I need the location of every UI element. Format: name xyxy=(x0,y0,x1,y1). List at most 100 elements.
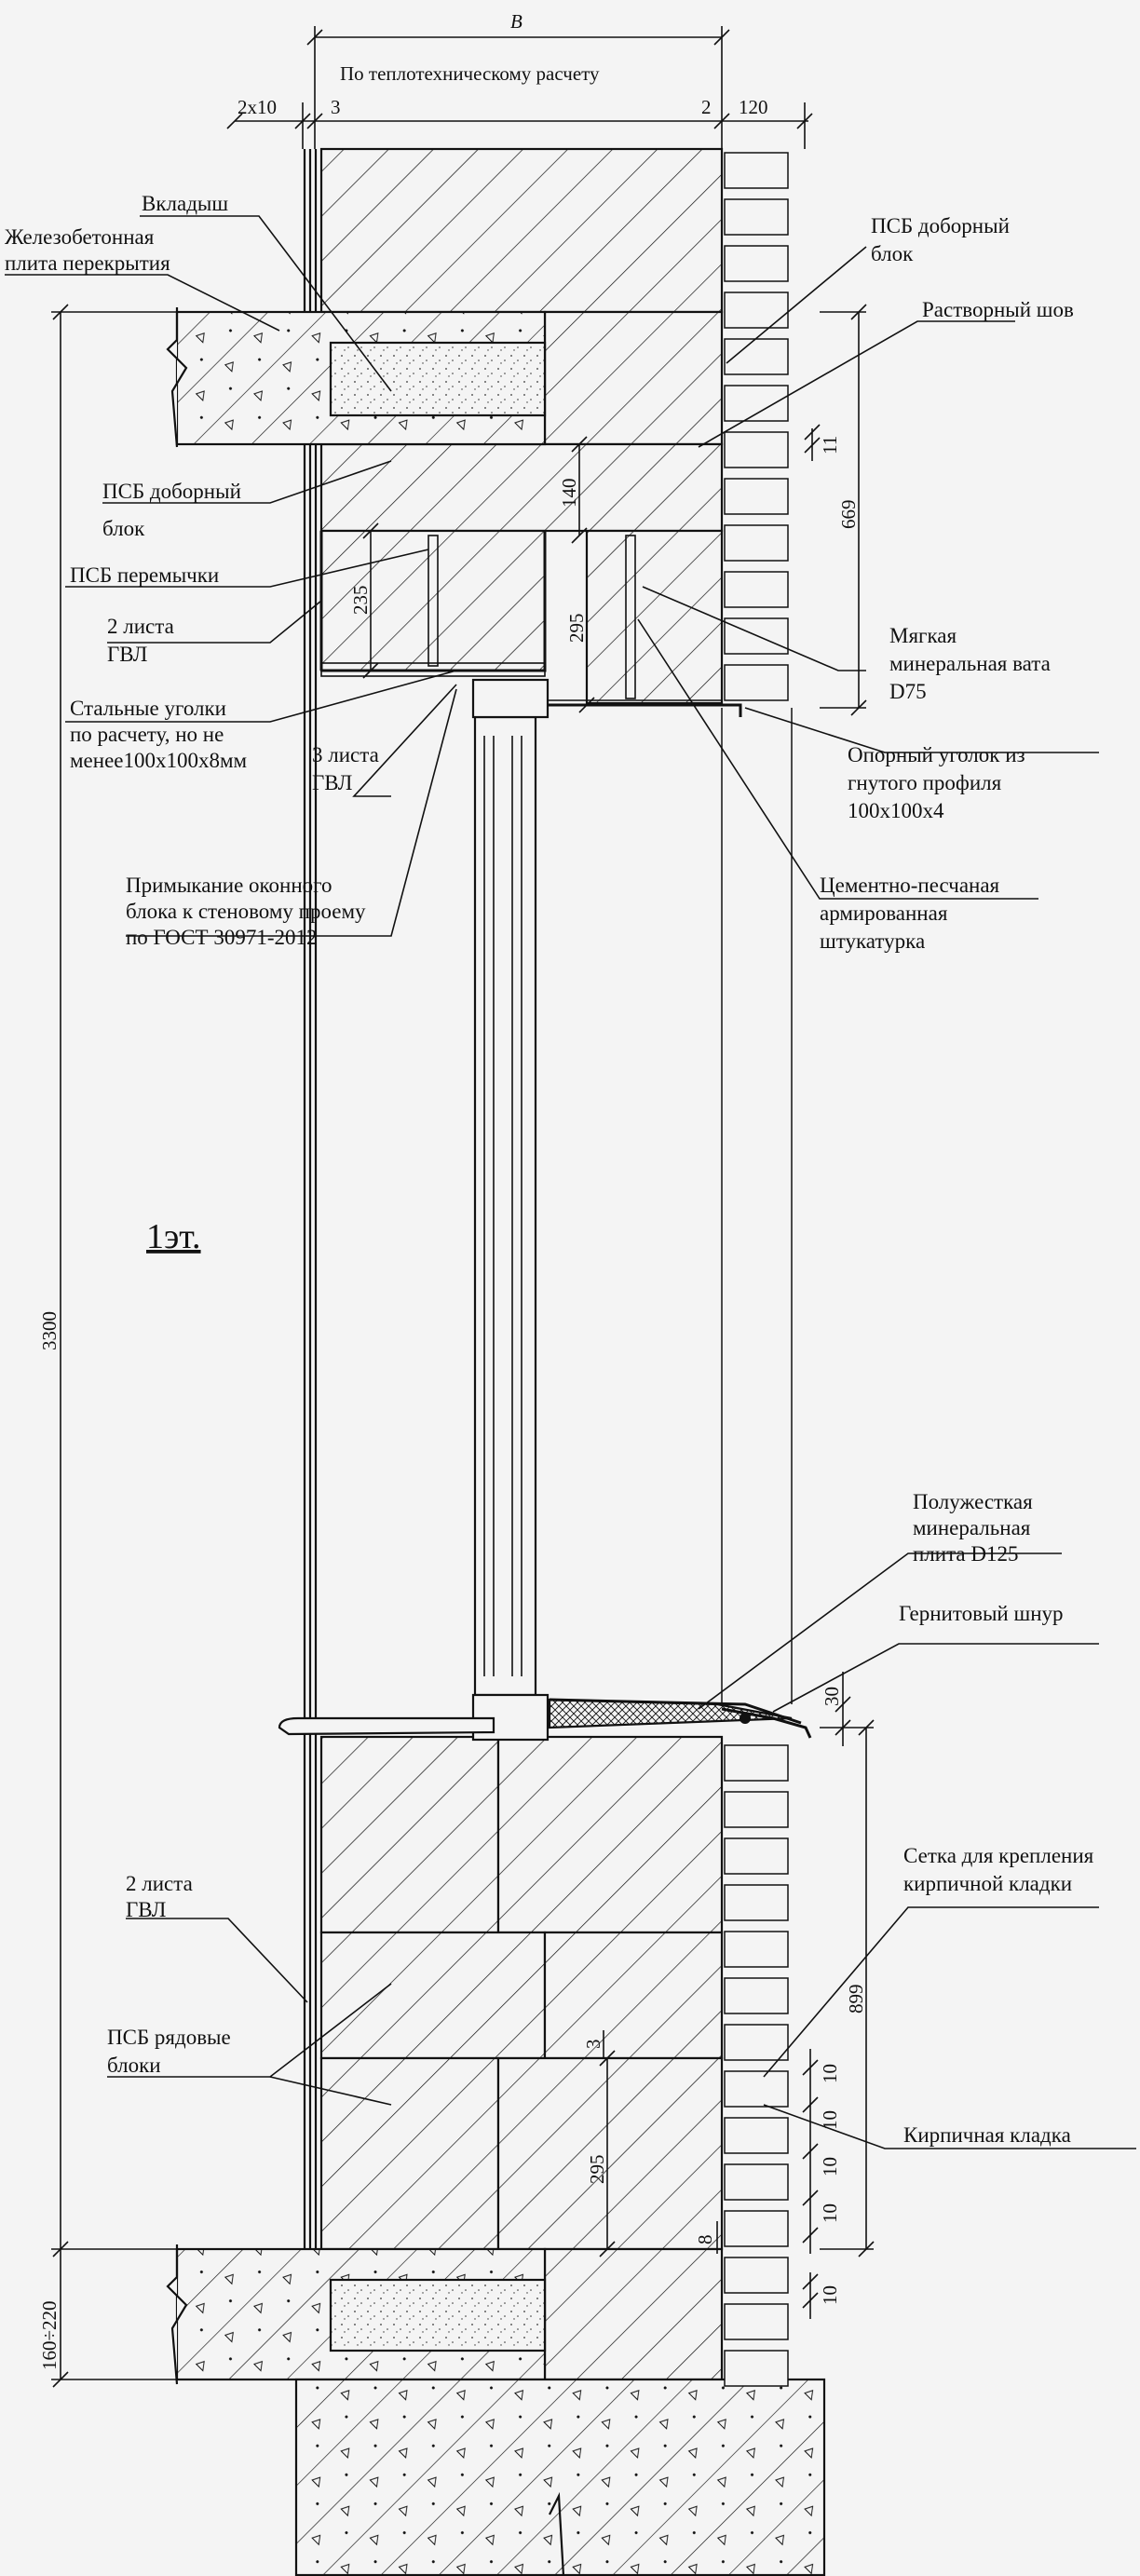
leader-lines xyxy=(5,215,1136,2149)
dim-3300: 3300 xyxy=(38,1311,61,1350)
label-gvl2-top-2: ГВЛ xyxy=(107,643,147,666)
brick xyxy=(724,2024,789,2061)
dim-140: 140 xyxy=(558,479,580,508)
label-floor: 1эт. xyxy=(146,1217,201,1256)
label-gvl3-2: ГВЛ xyxy=(312,771,352,794)
label-soft-wool-1: Мягкая xyxy=(889,624,957,647)
label-plaster-3: штукатурка xyxy=(820,929,925,953)
lower-slab xyxy=(166,2244,547,2385)
dim-b: B xyxy=(510,10,522,33)
brick xyxy=(724,524,789,562)
label-soft-wool-2: минеральная вата xyxy=(889,652,1051,675)
label-vkladysh: Вкладыш xyxy=(142,192,228,215)
label-semi-rigid-3: плита D125 xyxy=(913,1542,1019,1566)
brick xyxy=(724,571,789,608)
brick xyxy=(724,2210,789,2247)
label-gvl2-bot-1: 2 листа xyxy=(126,1872,193,1895)
dim-10-c: 10 xyxy=(819,2157,841,2176)
label-brickwork: Кирпичная кладка xyxy=(903,2123,1071,2147)
brick xyxy=(724,198,789,236)
dim-10-b: 10 xyxy=(819,2110,841,2130)
dim-669: 669 xyxy=(837,500,860,530)
label-semi-rigid-1: Полужесткая xyxy=(913,1490,1033,1513)
label-mesh-1: Сетка для крепления xyxy=(903,1844,1094,1867)
steel-angles xyxy=(319,531,547,677)
label-junction-1: Примыкание оконного xyxy=(126,874,332,897)
dim-gap-2: 2 xyxy=(701,96,712,118)
left-dimensions xyxy=(51,304,296,2388)
psb-blocks xyxy=(319,147,724,2381)
callout-texts: Вкладыш Железобетонная плита перекрытия … xyxy=(5,192,1094,2147)
brick xyxy=(724,245,789,282)
dim-3: 3 xyxy=(582,2040,604,2050)
dim-thermal-calc: По теплотехническому расчету xyxy=(340,62,600,85)
label-psb-dobor-r2: блок xyxy=(871,242,914,265)
label-support-2: гнутого профиля xyxy=(848,771,1002,794)
dim-295-bot: 295 xyxy=(586,2155,608,2185)
brick xyxy=(724,1977,789,2014)
dim-8: 8 xyxy=(694,2235,716,2245)
dim-295-top: 295 xyxy=(565,614,588,644)
dim-gap-3: 3 xyxy=(331,96,341,118)
dimension-texts: B По теплотехническому расчету 2x10 3 2 … xyxy=(38,10,867,2370)
brick xyxy=(724,2163,789,2201)
label-support-1: Опорный уголок из xyxy=(848,743,1025,766)
label-psb-row-1: ПСБ рядовые xyxy=(107,2026,231,2049)
dim-10-a: 10 xyxy=(819,2064,841,2083)
brick-facing xyxy=(721,152,793,2387)
dim-30: 30 xyxy=(821,1687,843,1706)
label-mesh-2: кирпичной кладки xyxy=(903,1872,1072,1895)
support-angle xyxy=(545,699,742,717)
dim-11: 11 xyxy=(819,436,841,454)
brick xyxy=(724,152,789,189)
brick xyxy=(724,1837,789,1875)
label-slab-1: Железобетонная xyxy=(5,225,155,249)
dim-brick-120: 120 xyxy=(739,96,768,118)
dim-160-220: 160÷220 xyxy=(38,2300,61,2370)
dim-10-d: 10 xyxy=(819,2203,841,2223)
label-hernite: Гернитовый шнур xyxy=(899,1602,1064,1625)
brick xyxy=(724,2117,789,2154)
brick xyxy=(724,2303,789,2340)
label-steel-2: по расчету, но не xyxy=(70,723,224,746)
brick xyxy=(724,291,789,329)
brick xyxy=(724,1791,789,1828)
brick xyxy=(724,1931,789,1968)
brick xyxy=(724,664,789,701)
label-mortar-joint: Растворный шов xyxy=(922,298,1074,321)
label-gvl2-bot-2: ГВЛ xyxy=(126,1898,166,1921)
label-psb-lintel: ПСБ перемычки xyxy=(70,563,219,587)
label-plaster-2: армированная xyxy=(820,902,948,925)
brick xyxy=(724,1884,789,1921)
brick xyxy=(724,2257,789,2294)
label-steel-1: Стальные уголки xyxy=(70,697,226,720)
brick xyxy=(724,478,789,515)
label-gvl2-top-1: 2 листа xyxy=(107,615,174,638)
label-junction-3: по ГОСТ 30971-2012 xyxy=(126,926,317,949)
brick xyxy=(724,1744,789,1782)
upper-slab xyxy=(166,307,547,448)
brick xyxy=(724,385,789,422)
label-slab-2: плита перекрытия xyxy=(5,251,170,275)
right-dimensions xyxy=(802,304,875,2319)
label-semi-rigid-2: минеральная xyxy=(913,1516,1031,1539)
dim-10-e: 10 xyxy=(819,2285,841,2305)
dim-899: 899 xyxy=(845,1985,867,2014)
brick xyxy=(724,2070,789,2108)
label-psb-row-2: блоки xyxy=(107,2054,161,2077)
label-steel-3: менее100x100x8мм xyxy=(70,749,248,772)
label-psb-dobor-r1: ПСБ доборный xyxy=(871,214,1010,237)
foundation xyxy=(294,2378,826,2576)
label-junction-2: блока к стеновому проему xyxy=(126,900,366,923)
label-soft-wool-3: D75 xyxy=(889,680,927,703)
brick xyxy=(724,2350,789,2387)
label-psb-dobor-l1: ПСБ доборный xyxy=(102,480,241,503)
inner-dimensions xyxy=(362,436,718,2257)
dim-235: 235 xyxy=(349,586,372,616)
label-plaster-1: Цементно-песчаная xyxy=(820,874,1000,897)
window-block xyxy=(278,678,812,1742)
label-psb-dobor-l2: блок xyxy=(102,517,145,540)
mineral-wool-strips xyxy=(428,535,636,699)
dim-gkl-thick: 2x10 xyxy=(238,96,277,118)
